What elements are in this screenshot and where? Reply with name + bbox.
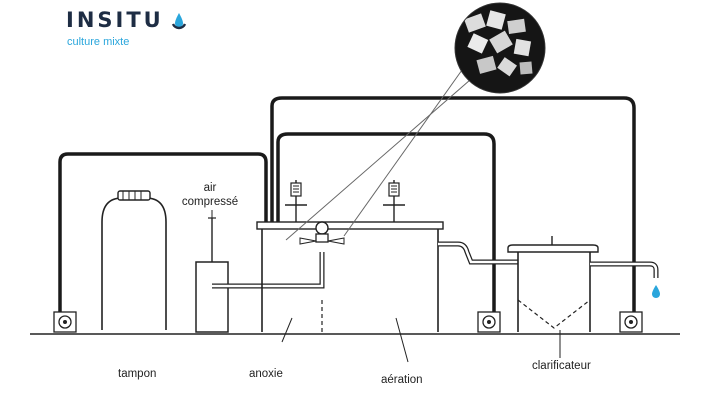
pipe-tampon-return bbox=[58, 152, 268, 320]
outlet-water-drop-icon bbox=[652, 285, 660, 298]
agitator-right bbox=[383, 180, 405, 222]
main-tank bbox=[256, 221, 444, 332]
air-compressor bbox=[195, 217, 229, 333]
brand-tagline: culture mixte bbox=[67, 36, 130, 48]
label-air-line2: compressé bbox=[181, 196, 239, 208]
water-drop-icon bbox=[171, 13, 187, 30]
brand-name: INSITU bbox=[66, 8, 164, 32]
pump-right bbox=[619, 311, 643, 333]
pipe-sludge-return-outer bbox=[270, 96, 636, 316]
agitator-left bbox=[285, 180, 307, 222]
pump-middle bbox=[477, 311, 501, 333]
pipe-sludge-return-inner bbox=[276, 132, 496, 318]
valve bbox=[299, 221, 345, 245]
label-aeration: aération bbox=[381, 374, 423, 386]
brand-logo: INSITU culture mixte bbox=[66, 8, 187, 48]
pump-left bbox=[53, 311, 77, 333]
tampon-tank bbox=[101, 190, 167, 330]
label-anoxie: anoxie bbox=[249, 368, 283, 380]
media-carrier-photo bbox=[455, 3, 545, 93]
label-air-line1: air bbox=[203, 182, 217, 194]
label-clarificateur: clarificateur bbox=[532, 360, 591, 372]
label-tampon: tampon bbox=[118, 368, 157, 380]
clarifier-tank bbox=[507, 236, 599, 332]
